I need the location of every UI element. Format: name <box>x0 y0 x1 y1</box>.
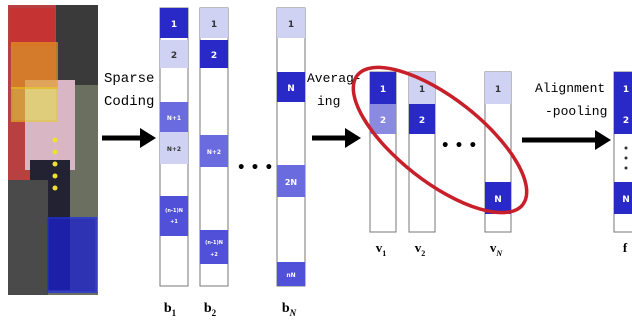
column-f <box>613 71 632 233</box>
vN-cell-N: N <box>494 195 502 205</box>
blue-box <box>47 217 97 293</box>
b1-cell-n1: N+1 <box>167 115 181 122</box>
orange-box <box>11 42 58 89</box>
vN-cell-1: 1 <box>495 85 501 95</box>
alignment-pooling-label-1: Alignment <box>535 81 605 96</box>
person-image <box>8 5 98 295</box>
b1-cell-last-a: (n-1)N <box>165 208 183 214</box>
averaging-label-2: ing <box>317 94 340 109</box>
b2-cell-2: 2 <box>211 51 217 61</box>
arrow-alignment-pooling <box>522 130 611 150</box>
yellow-dots <box>52 137 58 191</box>
bN-cell-1: 1 <box>288 20 294 30</box>
sparse-coding-label-2: Coding <box>104 94 154 110</box>
b1-cell-1: 1 <box>171 20 177 30</box>
ellipsis-b: • • • <box>237 160 274 176</box>
column-bN <box>276 7 306 287</box>
arrow-averaging <box>312 128 361 148</box>
label-v2: v2 <box>415 240 426 258</box>
bN-cell-N: N <box>287 84 295 94</box>
label-bN: bN <box>282 301 297 318</box>
label-f: f <box>623 240 628 255</box>
b1-cell-n2: N+2 <box>167 146 181 153</box>
averaging-label-1: Averag- <box>307 71 362 86</box>
f-cell-N: N <box>622 195 630 205</box>
label-b1: b1 <box>164 301 177 318</box>
b2-cell-1: 1 <box>211 20 217 30</box>
b2-cell-last-b: +2 <box>210 252 218 258</box>
f-cell-2: 2 <box>623 116 629 126</box>
b1-cell-2: 2 <box>171 51 177 61</box>
v2-cell-2: 2 <box>419 116 425 126</box>
b2-cell-last-a: (n-1)N <box>205 240 223 246</box>
f-cell-1: 1 <box>623 85 629 95</box>
red-box <box>10 8 55 46</box>
column-vN <box>484 71 512 233</box>
bN-cell-2N: 2N <box>285 178 297 187</box>
v2-cell-1: 1 <box>419 85 425 95</box>
b2-cell-n2: N+2 <box>207 149 221 156</box>
b1-cell-last-b: +1 <box>170 219 178 225</box>
sparse-coding-label-1: Sparse <box>104 71 154 87</box>
alignment-pooling-label-2: -pooling <box>545 104 607 119</box>
yellow-box <box>11 87 58 122</box>
column-v2 <box>408 71 436 233</box>
arrow-sparse-coding <box>102 128 156 148</box>
label-v1: v1 <box>376 240 387 258</box>
label-b2: b2 <box>204 301 217 318</box>
column-v1 <box>369 71 397 233</box>
v1-cell-1: 1 <box>380 85 386 95</box>
bN-cell-nN: nN <box>286 272 295 279</box>
label-vN: vN <box>490 240 504 258</box>
column-b1 <box>159 7 189 287</box>
diagonal-highlight-ellipse <box>351 65 529 215</box>
ellipsis-v: • • • <box>441 138 478 154</box>
column-b2 <box>199 7 229 287</box>
v1-cell-2: 2 <box>380 116 386 126</box>
